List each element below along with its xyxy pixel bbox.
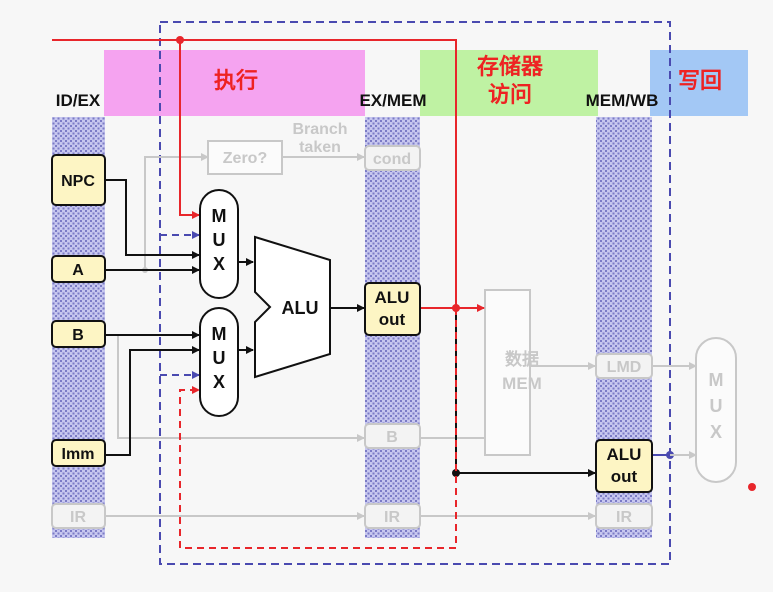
data-memory <box>484 289 531 456</box>
wb-mux <box>695 337 737 483</box>
zero-test-unit <box>207 140 283 175</box>
field-ex-mem-ir <box>364 503 421 529</box>
reg-ex-mem-title: EX/MEM <box>359 91 426 110</box>
stage-ex-label: 执行 <box>214 68 258 93</box>
field-imm-label: Imm <box>62 446 95 463</box>
field-imm <box>51 439 106 467</box>
zero-test-label: Zero? <box>223 150 267 167</box>
field-id-ex-ir <box>51 503 106 529</box>
field-npc-label: NPC <box>61 173 95 190</box>
alu-label: ALU <box>282 298 319 318</box>
alu-lower-mux <box>199 307 239 417</box>
field-id-ex-ir-label: IR <box>70 509 86 526</box>
field-cond-label: cond <box>373 151 411 168</box>
reg-id-ex-title: ID/EX <box>56 91 101 110</box>
stage-wb-label: 写回 <box>678 68 722 93</box>
field-ex-mem-ir-label: IR <box>384 509 400 526</box>
field-ex-mem-b-label: B <box>386 429 398 446</box>
alu-upper-mux <box>199 189 239 299</box>
field-a <box>51 255 106 283</box>
field-mem-wb-alu-out <box>595 439 653 493</box>
reg-mem-wb-title: MEM/WB <box>586 91 659 110</box>
field-ex-mem-b <box>364 423 421 449</box>
alu <box>254 235 331 379</box>
field-mem-wb-ir-label: IR <box>616 509 632 526</box>
field-mem-wb-ir <box>595 503 653 529</box>
field-a-label: A <box>72 262 84 279</box>
field-ex-mem-alu-out <box>364 282 421 336</box>
forwarding-frame <box>159 21 671 565</box>
field-b <box>51 320 106 348</box>
stage-mem-banner <box>420 50 598 116</box>
stage-ex-banner <box>104 50 365 116</box>
field-npc <box>51 154 106 206</box>
field-cond <box>364 145 421 171</box>
stage-mem-label: 存储器访问 <box>477 54 544 107</box>
field-lmd <box>595 353 653 379</box>
field-lmd-label: LMD <box>607 359 642 376</box>
field-b-label: B <box>72 327 84 344</box>
stage-wb-banner <box>650 50 748 116</box>
pointer-dot <box>748 483 756 491</box>
